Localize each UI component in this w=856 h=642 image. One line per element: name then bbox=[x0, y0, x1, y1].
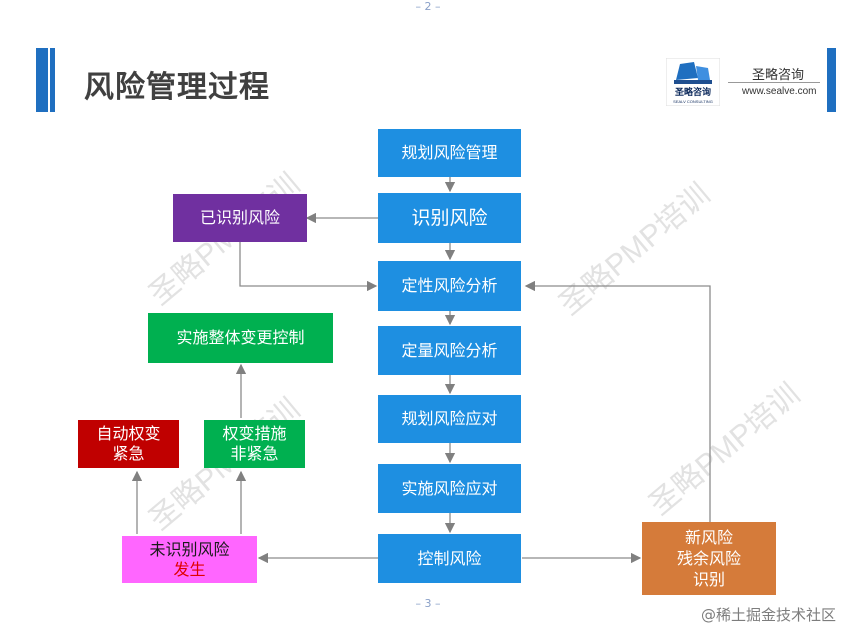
node-plan-risk-response: 规划风险应对 bbox=[378, 395, 521, 443]
node-control-risk: 控制风险 bbox=[378, 534, 521, 583]
node-plan-risk-management: 规划风险管理 bbox=[378, 129, 521, 177]
node-workaround-line1: 权变措施 bbox=[222, 424, 287, 443]
title-accent-bar-thin bbox=[50, 48, 55, 112]
top-page-number: – 2 – bbox=[415, 0, 441, 13]
node-unidentified-risk: 未识别风险 发生 bbox=[122, 536, 257, 583]
node-workaround-line2: 非紧急 bbox=[230, 444, 279, 463]
brand-divider bbox=[728, 82, 820, 83]
node-unidentified-line2: 发生 bbox=[173, 559, 206, 579]
node-qualitative-analysis: 定性风险分析 bbox=[378, 261, 521, 311]
logo-text: 圣略咨询 bbox=[675, 86, 711, 98]
node-identify-risk: 识别风险 bbox=[378, 193, 521, 243]
arrow-identified-to-qualitative bbox=[239, 242, 378, 292]
node-quantitative-analysis: 定量风险分析 bbox=[378, 326, 521, 375]
page-title: 风险管理过程 bbox=[84, 70, 270, 105]
brand-name: 圣略咨询 bbox=[752, 68, 805, 83]
node-new-risk-line2: 残余风险 bbox=[676, 549, 741, 568]
node-new-residual-risk: 新风险 残余风险 识别 bbox=[642, 522, 776, 595]
footer-credit: @稀土掘金技术社区 bbox=[700, 606, 836, 624]
logo-subtext: SEALV CONSULTING bbox=[673, 99, 713, 104]
arrow-new-risk-to-qualitative bbox=[524, 280, 711, 522]
node-auto-contingency-line1: 自动权变 bbox=[96, 424, 161, 443]
node-integrated-change-control: 实施整体变更控制 bbox=[148, 313, 333, 363]
node-new-risk-line1: 新风险 bbox=[684, 528, 733, 547]
node-auto-contingency: 自动权变 紧急 bbox=[78, 420, 179, 468]
node-auto-contingency-line2: 紧急 bbox=[112, 444, 145, 463]
node-workaround: 权变措施 非紧急 bbox=[204, 420, 305, 468]
bottom-page-number: – 3 – bbox=[415, 597, 441, 610]
node-implement-risk-response: 实施风险应对 bbox=[378, 464, 521, 513]
node-identified-risks: 已识别风险 bbox=[173, 194, 307, 242]
node-unidentified-line1: 未识别风险 bbox=[149, 539, 230, 559]
title-accent-bar bbox=[36, 48, 48, 112]
node-new-risk-line3: 识别 bbox=[692, 570, 725, 589]
right-accent-bar bbox=[827, 48, 836, 112]
brand-url: www.sealve.com bbox=[742, 86, 817, 97]
